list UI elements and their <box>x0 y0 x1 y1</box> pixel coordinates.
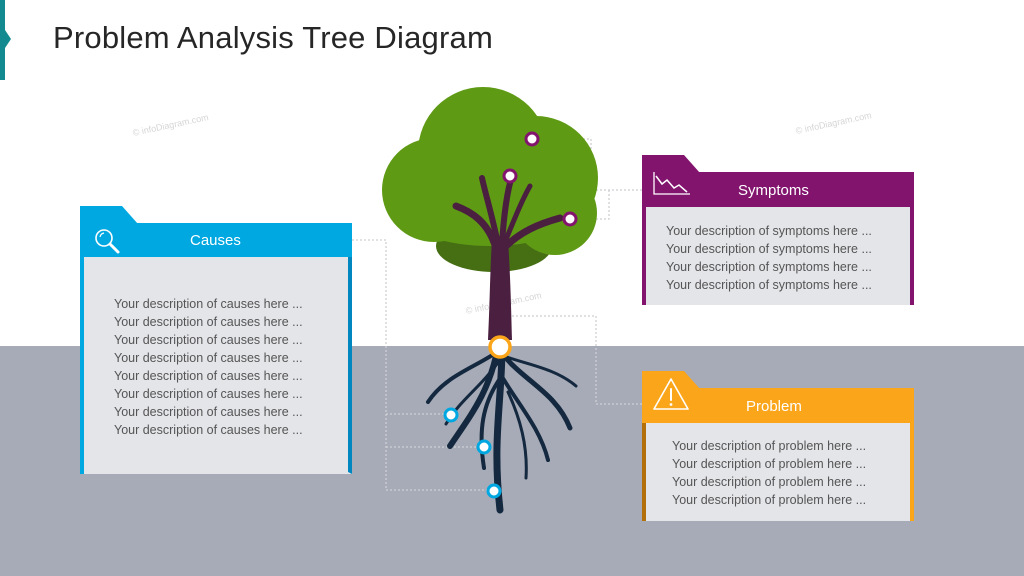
symptoms-lines: Your description of symptoms here ... Yo… <box>666 222 872 294</box>
problem-line: Your description of problem here ... <box>672 475 867 489</box>
causes-panel-tab <box>80 206 138 224</box>
accent-bar-tip <box>5 30 11 48</box>
declining-chart-icon <box>653 172 690 195</box>
causes-line: Your description of causes here ... <box>114 351 303 365</box>
causes-line: Your description of causes here ... <box>114 297 303 311</box>
connector-causes <box>352 239 490 491</box>
symptoms-line: Your description of symptoms here ... <box>666 278 872 292</box>
warning-triangle-icon <box>653 378 689 410</box>
accent-bar <box>0 0 5 80</box>
problem-line: Your description of problem here ... <box>672 439 867 453</box>
causes-line: Your description of causes here ... <box>114 423 303 437</box>
connector-problem <box>500 315 642 405</box>
symptom-node <box>502 168 518 184</box>
problem-panel-edge <box>642 423 646 521</box>
cause-node <box>443 407 459 423</box>
symptoms-line: Your description of symptoms here ... <box>666 224 872 238</box>
symptoms-panel-body <box>646 207 910 305</box>
causes-lines: Your description of causes here ... Your… <box>114 295 303 439</box>
causes-line: Your description of causes here ... <box>114 333 303 347</box>
cause-node <box>476 439 492 455</box>
causes-line: Your description of causes here ... <box>114 405 303 419</box>
problem-panel-edge <box>910 423 914 521</box>
symptoms-line: Your description of symptoms here ... <box>666 242 872 256</box>
page-title: Problem Analysis Tree Diagram <box>53 20 493 55</box>
symptoms-panel-edge <box>910 207 914 305</box>
causes-panel-edge <box>80 257 84 474</box>
cause-node <box>486 483 502 499</box>
symptoms-panel-header: Symptoms <box>642 172 914 207</box>
causes-line: Your description of causes here ... <box>114 387 303 401</box>
symptoms-panel-label: Symptoms <box>738 182 809 199</box>
symptoms-panel-edge <box>642 207 646 305</box>
problem-panel-header: Problem <box>642 378 914 423</box>
symptom-node <box>562 211 578 227</box>
causes-line: Your description of causes here ... <box>114 315 303 329</box>
problem-line: Your description of problem here ... <box>672 457 867 471</box>
problem-panel-body <box>646 423 910 521</box>
symptoms-line: Your description of symptoms here ... <box>666 260 872 274</box>
problem-line: Your description of problem here ... <box>672 493 867 507</box>
tree-trunk <box>452 173 564 340</box>
causes-panel-header: Causes <box>80 223 352 257</box>
tree-foliage <box>382 87 598 272</box>
causes-panel-label: Causes <box>190 232 241 249</box>
causes-line: Your description of causes here ... <box>114 369 303 383</box>
tree-roots <box>426 342 578 514</box>
connector-symptom-3 <box>576 190 610 220</box>
problem-node <box>488 335 512 359</box>
symptom-node <box>524 131 540 147</box>
magnifier-icon <box>95 229 120 254</box>
problem-lines: Your description of problem here ... You… <box>672 437 866 509</box>
problem-panel-label: Problem <box>746 398 802 415</box>
symptoms-panel-tab <box>642 155 700 173</box>
causes-panel-body <box>80 257 352 474</box>
